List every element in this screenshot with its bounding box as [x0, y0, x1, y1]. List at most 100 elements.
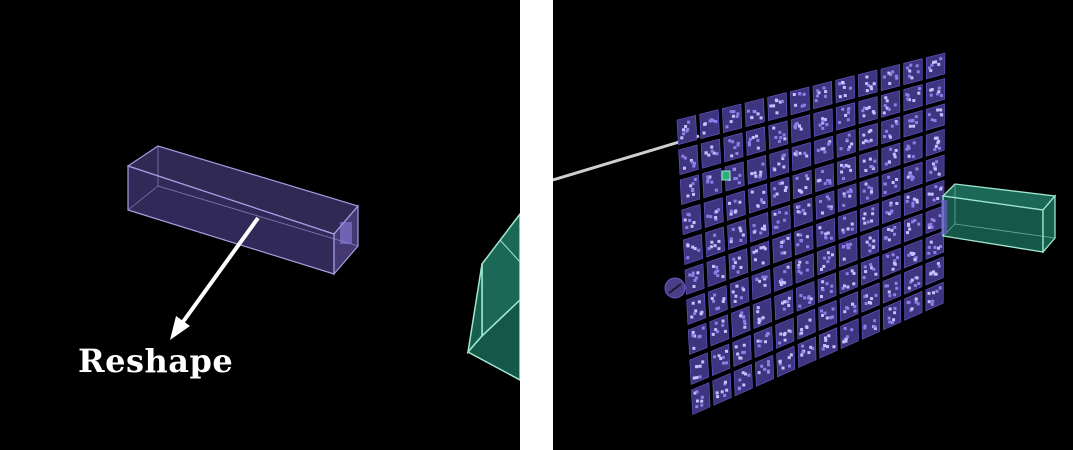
feature-map-tile[interactable]	[705, 226, 725, 258]
feature-map-tile[interactable]	[881, 168, 901, 198]
feature-map-tile[interactable]	[837, 156, 857, 186]
feature-map-tile[interactable]	[881, 142, 901, 171]
feature-map-tile[interactable]	[749, 212, 769, 243]
feature-map-tile[interactable]	[686, 293, 706, 326]
tile-pixel	[822, 256, 826, 260]
feature-map-tile[interactable]	[818, 327, 838, 359]
feature-map-tile[interactable]	[836, 129, 856, 158]
feature-map-tile[interactable]	[679, 174, 701, 205]
feature-map-tile[interactable]	[859, 176, 879, 205]
tile-pixel	[805, 268, 809, 272]
feature-map-tile[interactable]	[838, 237, 858, 268]
feature-map-tile[interactable]	[815, 190, 835, 220]
tile-pixel	[908, 124, 912, 128]
feature-map-tile[interactable]	[814, 163, 835, 193]
feature-map-tile[interactable]	[703, 197, 724, 228]
feature-map-tile[interactable]	[774, 289, 794, 321]
tile-pixel	[773, 225, 777, 229]
tile-pixel	[862, 217, 866, 221]
feature-map-tile[interactable]	[837, 183, 857, 213]
feature-map-tile[interactable]	[861, 309, 880, 340]
tile-pixel	[932, 291, 936, 295]
tile-pixel	[824, 336, 828, 340]
feature-map-tile[interactable]	[859, 149, 879, 178]
feature-map-tile[interactable]	[817, 272, 837, 304]
tile-pixel	[825, 195, 829, 199]
feature-map-tile[interactable]	[722, 103, 743, 134]
feature-map-tile[interactable]	[925, 230, 945, 260]
feature-map-tile[interactable]	[903, 84, 923, 112]
tile-pixel	[689, 158, 693, 162]
feature-map-tile[interactable]	[925, 78, 946, 105]
feature-map-tile[interactable]	[751, 269, 771, 301]
feature-map-tile[interactable]	[689, 352, 709, 386]
feature-map-tile[interactable]	[750, 240, 770, 272]
feature-map-tile[interactable]	[708, 285, 728, 317]
feature-map-tile[interactable]	[771, 204, 791, 235]
tile-pixel	[731, 290, 735, 294]
tile-pixel	[890, 124, 894, 128]
feature-map-tile[interactable]	[691, 382, 711, 416]
highlighted-cell[interactable]	[721, 170, 731, 181]
feature-map-tile[interactable]	[903, 213, 923, 243]
feature-map-tile[interactable]	[725, 190, 746, 221]
tile-pixel	[847, 107, 851, 111]
feature-map-tile[interactable]	[838, 210, 858, 240]
right-panel-3d-view[interactable]	[553, 0, 1073, 450]
tile-pixel	[869, 263, 873, 267]
feature-map-tile[interactable]	[733, 363, 753, 397]
feature-map-tile[interactable]	[882, 221, 901, 251]
feature-map-tile[interactable]	[678, 144, 699, 175]
feature-map-tile[interactable]	[731, 306, 751, 338]
feature-map-tile[interactable]	[882, 247, 901, 278]
feature-map-tile[interactable]	[790, 86, 810, 116]
feature-map-tile[interactable]	[812, 80, 833, 110]
feature-map-tile[interactable]	[772, 233, 792, 264]
feature-map-tile[interactable]	[728, 248, 749, 280]
feature-map-tile[interactable]	[794, 225, 814, 256]
feature-map-tile[interactable]	[925, 52, 946, 80]
tile-pixel	[869, 301, 873, 305]
feature-map-tile[interactable]	[882, 300, 902, 331]
feature-map-tile[interactable]	[903, 109, 923, 138]
feature-map-tile[interactable]	[791, 142, 812, 172]
feature-map-tile[interactable]	[792, 169, 813, 200]
feature-map-tile[interactable]	[925, 103, 945, 131]
tile-pixel	[821, 280, 825, 284]
feature-map-tile[interactable]	[752, 297, 772, 330]
feature-map-tile[interactable]	[860, 255, 880, 286]
feature-map-tile[interactable]	[767, 92, 788, 122]
tile-pixel	[691, 271, 695, 275]
tile-pixel	[863, 295, 867, 299]
tile-pixel	[692, 161, 696, 165]
teal-tensor-box-partial[interactable]	[466, 212, 520, 381]
feature-map-tile[interactable]	[839, 291, 859, 322]
feature-map-tile[interactable]	[748, 183, 768, 214]
rotate-handle-icon[interactable]	[664, 277, 686, 299]
purple-tensor-box[interactable]	[126, 145, 360, 276]
tile-pixel	[759, 339, 763, 343]
feature-map-tile[interactable]	[746, 155, 767, 185]
feature-map-tile[interactable]	[925, 129, 945, 157]
feature-map-tile[interactable]	[880, 63, 900, 92]
feature-map-tile[interactable]	[773, 261, 793, 292]
feature-map-tile[interactable]	[723, 132, 744, 163]
feature-map-tile[interactable]	[793, 197, 813, 228]
feature-map-tile[interactable]	[770, 176, 790, 207]
feature-map-tile[interactable]	[699, 109, 720, 140]
tile-pixel	[887, 290, 891, 294]
feature-map-tile[interactable]	[858, 122, 879, 152]
teal-tensor-box[interactable]	[941, 183, 1057, 254]
feature-map-tile[interactable]	[745, 126, 766, 156]
feature-map-tile[interactable]	[904, 290, 923, 321]
feature-map-tile[interactable]	[709, 314, 729, 347]
tile-pixel	[783, 251, 787, 255]
tile-pixel	[711, 264, 715, 268]
feature-map-tile[interactable]	[882, 273, 902, 304]
feature-map-tile[interactable]	[712, 372, 732, 406]
feature-map-tile[interactable]	[732, 334, 752, 367]
feature-map-tile[interactable]	[700, 138, 721, 169]
feature-map-tile[interactable]	[840, 318, 859, 350]
feature-map-tile[interactable]	[797, 336, 817, 368]
left-panel-3d-view[interactable]: Reshape	[0, 0, 520, 450]
